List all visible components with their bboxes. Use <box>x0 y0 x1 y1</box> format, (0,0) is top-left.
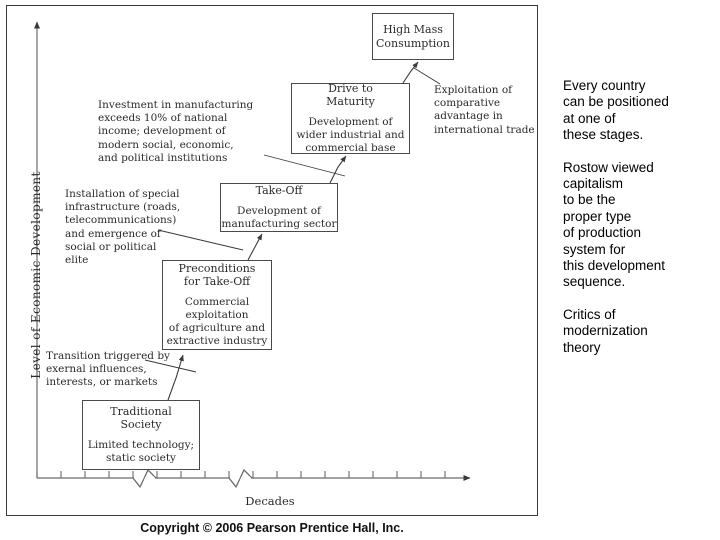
annotation-comparative-advantage: Exploitation of comparative advantage in… <box>434 84 535 136</box>
stage-description: Development of manufacturing sector <box>221 204 337 230</box>
copyright-notice: Copyright © 2006 Pearson Prentice Hall, … <box>140 521 404 535</box>
stage-title: Traditional Society <box>110 404 172 432</box>
commentary-paragraph-1: Every country can be positioned at one o… <box>563 78 669 143</box>
stage-box-take-off[interactable]: Take-Off Development of manufacturing se… <box>220 183 338 232</box>
stage-title: Preconditions for Take-Off <box>178 261 256 289</box>
stage-box-drive-to-maturity[interactable]: Drive to Maturity Development of wider i… <box>291 81 410 155</box>
annotation-leaders <box>144 67 441 373</box>
stage-description: Commercial exploitation of agriculture a… <box>166 295 268 348</box>
x-axis-label: Decades <box>245 494 295 508</box>
stage-title: Take-Off <box>255 184 303 198</box>
annotation-infrastructure-elite: Installation of special infrastructure (… <box>65 188 181 267</box>
annotation-transition-trigger: Transition triggered by exernal influenc… <box>46 350 170 389</box>
stage-description: Limited technology; static society <box>87 438 195 464</box>
rostow-stages-figure: Level of Economic Development Decades Tr… <box>6 5 538 535</box>
stage-box-preconditions-for-take-off[interactable]: Preconditions for Take-Off Commercial ex… <box>162 260 272 350</box>
stage-box-high-mass-consumption[interactable]: High Mass Consumption <box>372 13 454 60</box>
stage-box-traditional-society[interactable]: Traditional Society Limited technology; … <box>82 400 200 470</box>
figure-vector-layer <box>33 21 471 489</box>
x-axis <box>36 469 471 489</box>
progression-arrows <box>167 61 419 401</box>
y-axis-label: Level of Economic Development <box>29 171 43 379</box>
commentary-paragraph-2: Rostow viewed capitalism to be the prope… <box>563 159 666 290</box>
stage-title: High Mass Consumption <box>376 23 450 50</box>
commentary-paragraph-3: Critics of modernization theory <box>563 306 648 355</box>
annotation-manufacturing-investment: Investment in manufacturing exceeds 10% … <box>98 99 254 164</box>
commentary-panel: Every country can be positioned at one o… <box>563 78 718 372</box>
stage-title: Drive to Maturity <box>326 81 375 109</box>
stage-description: Development of wider industrial and comm… <box>296 115 405 155</box>
